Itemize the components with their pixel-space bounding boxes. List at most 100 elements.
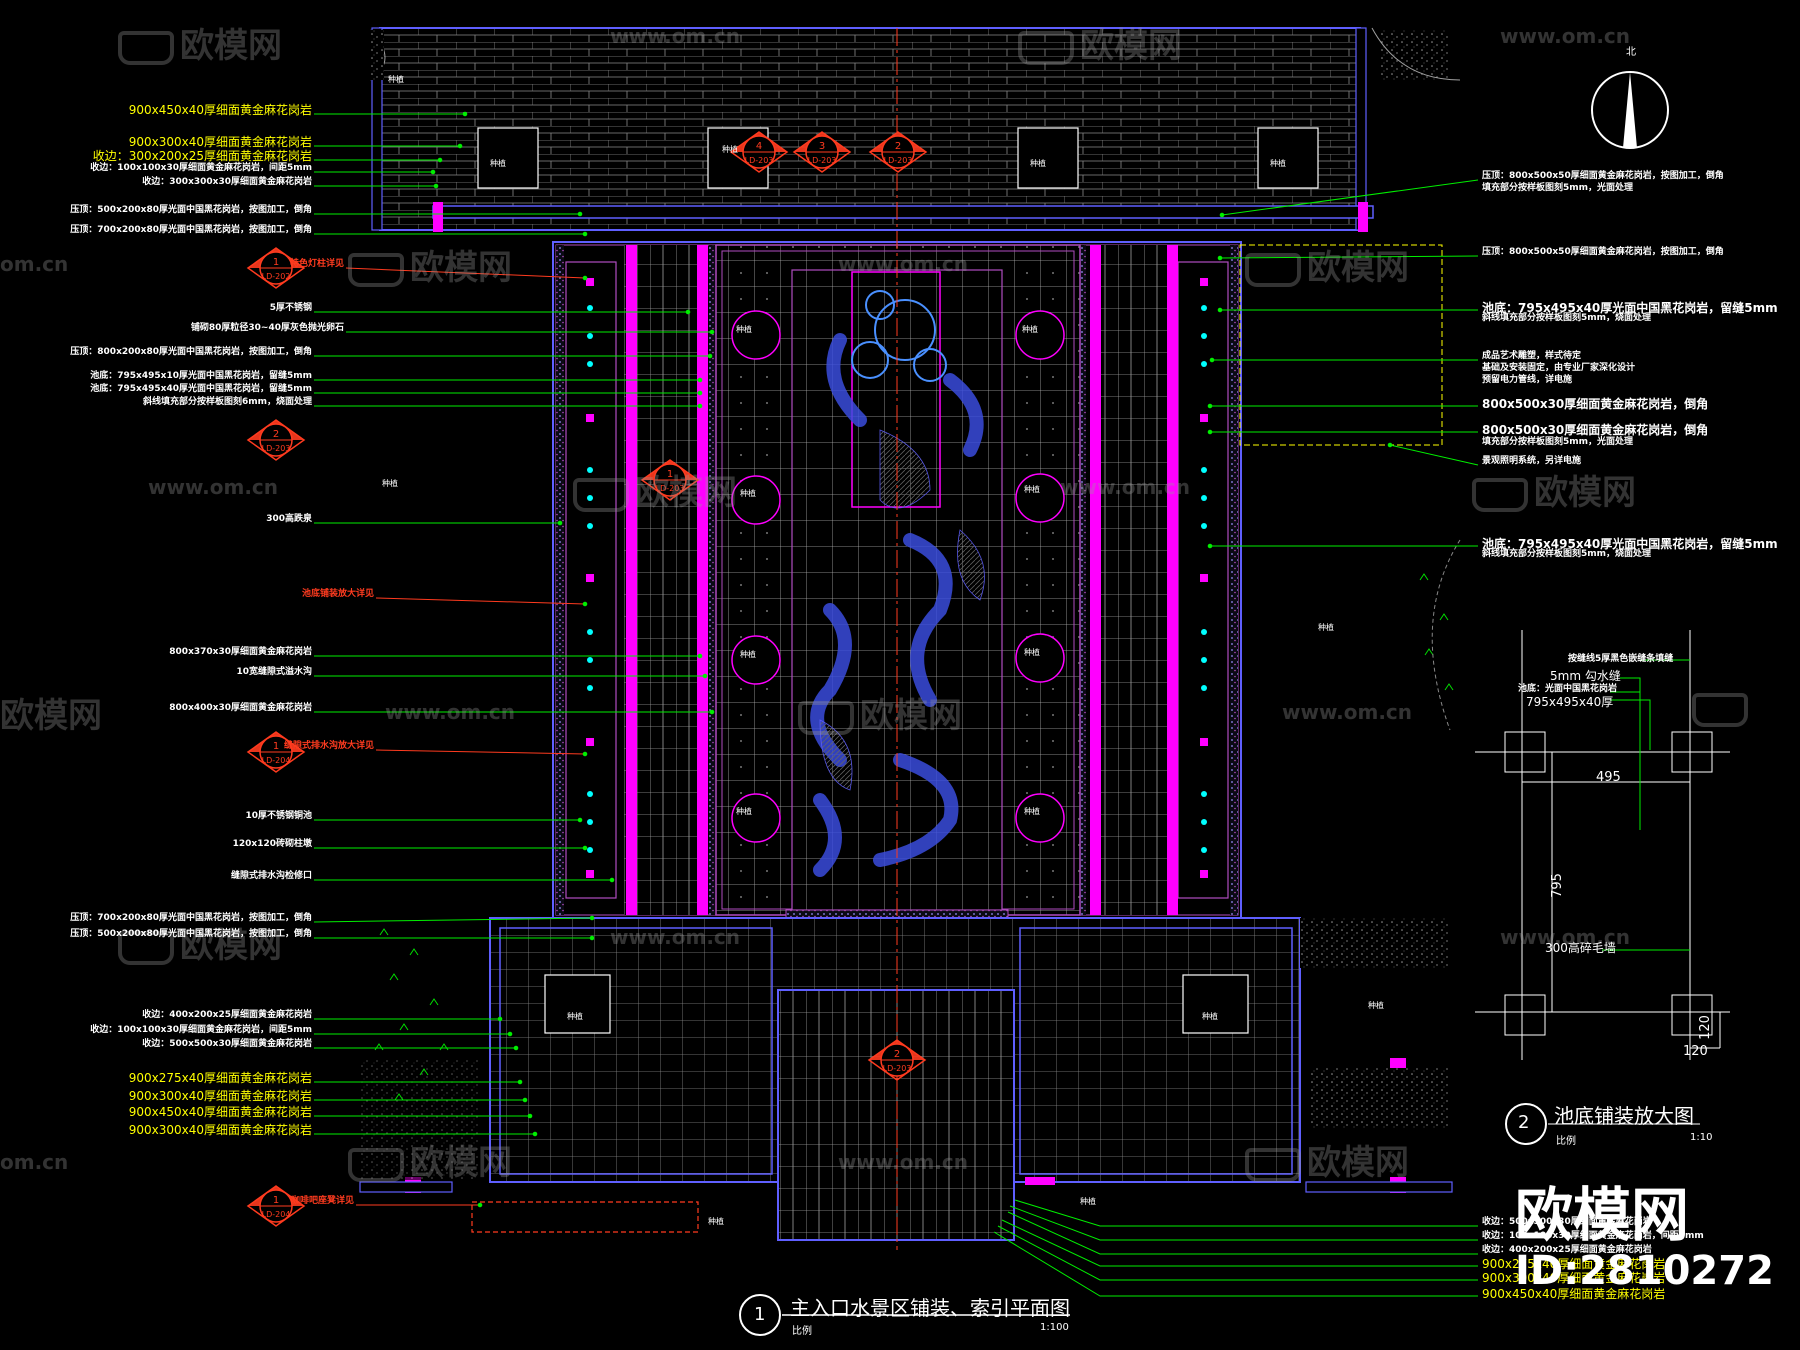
index-mark: 4LD-203 bbox=[729, 131, 789, 173]
watermark-url: www.om.cn bbox=[1500, 925, 1631, 949]
watermark-logo: 欧模网 bbox=[1472, 465, 1636, 514]
annotation-label: 收边：300x300x30厚细面黄金麻花岗岩 bbox=[142, 177, 312, 187]
annotation-label: 900x300x40厚细面黄金麻花岗岩 bbox=[128, 135, 312, 149]
planting-label: 种植 bbox=[1270, 159, 1286, 168]
annotation-label: 填充部分按样板图刻5mm，光面处理 bbox=[1482, 437, 1634, 447]
annotation-label: 成品艺术雕塑，样式待定 bbox=[1482, 351, 1582, 361]
index-sheet: LD-203 bbox=[262, 444, 291, 453]
index-sheet: LD-202 bbox=[262, 272, 291, 281]
annotation-label: 900x450x40厚细面黄金麻花岗岩 bbox=[128, 103, 312, 117]
planting-label: 种植 bbox=[1024, 648, 1040, 657]
annotation-label: 收边：100x100x30厚细面黄金麻花岗岩，间距5mm bbox=[90, 1025, 312, 1035]
annotation-label: 压顶：500x200x80厚光面中国黑花岗岩，按图加工，倒角 bbox=[70, 929, 312, 939]
index-mark: 3LD-203 bbox=[792, 131, 852, 173]
annotation-label: 收边：300x200x25厚细面黄金麻花岗岩 bbox=[92, 149, 312, 163]
index-number: 2 bbox=[894, 1049, 900, 1060]
annotation-label: 900x300x40厚细面黄金麻花岗岩 bbox=[128, 1123, 312, 1137]
annotation-label: 预留电力管线，详电施 bbox=[1482, 375, 1573, 385]
annotation-label: 5厚不锈钢 bbox=[269, 303, 312, 313]
planting-label: 种植 bbox=[1318, 623, 1334, 632]
index-mark: 2LD-203 bbox=[867, 1039, 927, 1081]
annotation-label: 900x275x40厚细面黄金麻花岗岩 bbox=[1482, 1257, 1666, 1271]
planting-label: 种植 bbox=[1202, 1012, 1218, 1021]
index-number: 3 bbox=[819, 141, 825, 152]
annotation-label: 800x400x30厚细面黄金麻花岗岩 bbox=[169, 703, 312, 713]
planting-label: 种植 bbox=[736, 807, 752, 816]
index-mark: 1LD-203 bbox=[640, 459, 700, 501]
index-number: 2 bbox=[273, 429, 279, 440]
annotation-label: 900x275x40厚细面黄金麻花岗岩 bbox=[128, 1071, 312, 1085]
watermark-logo: 欧模网 bbox=[0, 696, 102, 736]
annotation-label: 咖啡吧座凳详见 bbox=[290, 1196, 354, 1206]
annotation-label: 压顶：700x200x80厚光面中国黑花岗岩，按图加工，倒角 bbox=[70, 913, 312, 923]
annotation-label: 300高跌泉 bbox=[266, 514, 312, 524]
watermark-url: www.om.cn bbox=[385, 700, 516, 724]
index-mark: 1LD-202 bbox=[246, 247, 306, 289]
watermark-url: www.om.cn bbox=[610, 24, 741, 48]
detail-scale-label: 比例 bbox=[1556, 1136, 1576, 1147]
planting-label: 种植 bbox=[382, 479, 398, 488]
index-sheet: LD-203 bbox=[883, 1064, 912, 1073]
drawing-number: 1 bbox=[754, 1304, 766, 1325]
planting-label: 种植 bbox=[1368, 1001, 1384, 1010]
index-mark: 1LD-204 bbox=[246, 731, 306, 773]
annotation-label: 缝隙式排水沟检修口 bbox=[230, 871, 312, 881]
watermark-logo: 欧模网 bbox=[798, 688, 962, 737]
annotation-label: 铺砌80厚粒径30~40厚灰色抛光卵石 bbox=[190, 323, 344, 333]
annotation-label: 收边：500x500x30厚细面黄金麻花岗岩 bbox=[1482, 1217, 1652, 1227]
planting-label: 种植 bbox=[1030, 159, 1046, 168]
watermark-url: www.om.cn bbox=[1500, 24, 1631, 48]
detail-number: 2 bbox=[1518, 1112, 1530, 1133]
annotation-label: 10厚不锈钢铜池 bbox=[245, 811, 312, 821]
index-number: 1 bbox=[273, 257, 279, 268]
index-mark: 2LD-203 bbox=[868, 131, 928, 173]
annotation-label: 收边：100x100x30厚细面黄金麻花岗岩，间距5mm bbox=[90, 163, 312, 173]
index-number: 1 bbox=[273, 1195, 279, 1206]
planting-label: 种植 bbox=[1024, 807, 1040, 816]
annotation-label: 900x450x40厚细面黄金麻花岗岩 bbox=[1482, 1287, 1666, 1301]
top-plaza-paving bbox=[379, 27, 1361, 231]
planting-label: 种植 bbox=[1022, 325, 1038, 334]
detail-title: 池底铺装放大图 bbox=[1554, 1104, 1694, 1128]
watermark-url: www.om.cn bbox=[148, 475, 279, 499]
dim-120-v: 120 bbox=[1697, 1015, 1713, 1040]
planting-label: 种植 bbox=[740, 489, 756, 498]
watermark-logo: 欧模网 bbox=[348, 240, 512, 289]
index-mark: 2LD-203 bbox=[246, 419, 306, 461]
model-id: ID:2810272 bbox=[1515, 1248, 1774, 1294]
annotation-label: 800x370x30厚细面黄金麻花岗岩 bbox=[169, 647, 312, 657]
watermark-url: om.cn bbox=[0, 1150, 69, 1174]
planting-label: 种植 bbox=[1024, 485, 1040, 494]
watermark-url: www.om.cn bbox=[1060, 475, 1191, 499]
annotation-label: 压顶：700x200x80厚光面中国黑花岗岩，按图加工，倒角 bbox=[70, 225, 312, 235]
annotation-label: 800x500x30厚细面黄金麻花岗岩，倒角 bbox=[1482, 397, 1709, 411]
index-number: 1 bbox=[273, 741, 279, 752]
watermark-logo: 欧模网 bbox=[573, 465, 737, 514]
north-label: 北 bbox=[1626, 46, 1636, 58]
detail-note: 按缝线5厚黑色嵌缝条填缝 bbox=[1568, 654, 1674, 664]
watermark-logo: 欧模网 bbox=[118, 918, 282, 967]
index-sheet: LD-203 bbox=[884, 156, 913, 165]
index-number: 4 bbox=[756, 141, 762, 152]
planting-label: 种植 bbox=[567, 1012, 583, 1021]
planting-label: 种植 bbox=[388, 75, 404, 84]
annotation-label: 120x120砖砌柱墩 bbox=[232, 839, 312, 849]
dim-795: 795 bbox=[1549, 873, 1565, 898]
annotation-label: 填充部分按样板图刻5mm，光面处理 bbox=[1482, 183, 1634, 193]
annotation-label: 收边：100x100x30厚细面黄金麻花岗岩，间距5mm bbox=[1482, 1231, 1704, 1241]
annotation-label: 压顶：500x200x80厚光面中国黑花岗岩，按图加工，倒角 bbox=[70, 205, 312, 215]
watermark-url: www.om.cn bbox=[1282, 700, 1413, 724]
annotation-label: 收边：500x500x30厚细面黄金麻花岗岩 bbox=[142, 1039, 312, 1049]
watermark-logo bbox=[1692, 688, 1754, 728]
annotation-label: 缝隙式排水沟放大详见 bbox=[283, 741, 374, 751]
planting-label: 种植 bbox=[722, 145, 738, 154]
annotation-label: 斜线填充部分按样板图刻6mm，烧面处理 bbox=[142, 397, 312, 407]
annotation-label: 池底：795x495x40厚光面中国黑花岗岩，留缝5mm bbox=[90, 384, 312, 394]
annotation-label: 斜线填充部分按样板图刻5mm，烧面处理 bbox=[1482, 549, 1652, 559]
annotation-label: 特色灯柱详见 bbox=[289, 259, 344, 269]
annotation-label: 压顶：800x500x50厚细面黄金麻花岗岩，按图加工，倒角 bbox=[1482, 247, 1724, 257]
annotation-label: 10宽缝隙式溢水沟 bbox=[236, 667, 312, 677]
annotation-label: 900x300x40厚细面黄金麻花岗岩 bbox=[1482, 1271, 1666, 1285]
annotation-label: 池底：795x495x40厚光面中国黑花岗岩，留缝5mm bbox=[1482, 537, 1778, 551]
drawing-title: 主入口水景区铺装、索引平面图 bbox=[790, 1296, 1070, 1320]
